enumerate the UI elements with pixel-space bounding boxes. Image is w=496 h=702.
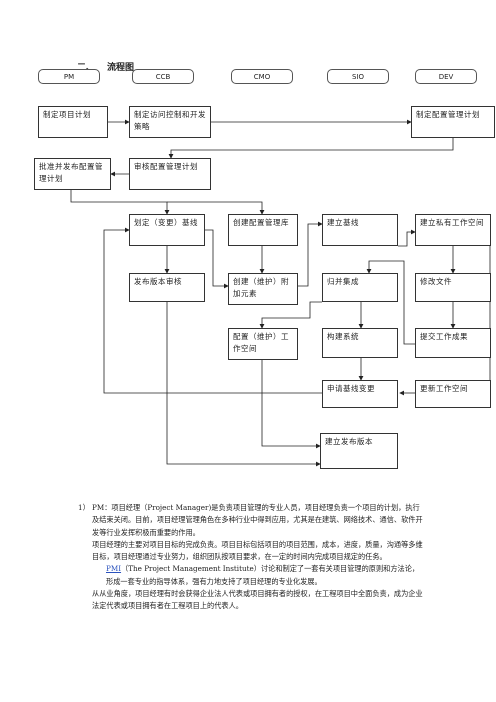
box-define-baseline: 划定（变更）基线 xyxy=(129,214,205,246)
lane-dev: DEV xyxy=(415,69,477,84)
box-modify-files: 修改文件 xyxy=(415,273,491,302)
box-approve-cm-plan: 批准并发布配置管理计划 xyxy=(34,158,111,190)
lane-sio: SIO xyxy=(327,69,389,84)
box-make-project-plan: 制定项目计划 xyxy=(38,106,108,138)
pmi-link[interactable]: PMI xyxy=(106,564,122,574)
item-label: 1） xyxy=(78,503,90,512)
heading-number: 二、 xyxy=(77,63,96,73)
arrow-approve-to-cmlib xyxy=(167,201,265,215)
box-maintain-elements: 创建（维护）附加元素 xyxy=(228,273,298,305)
arrow-workspace-to-release xyxy=(261,360,321,449)
arrow-change-to-baseline xyxy=(103,227,322,394)
arrow-cmplan-to-review xyxy=(168,138,454,159)
box-private-workspace: 建立私有工作空间 xyxy=(415,214,491,246)
arrow-audit-to-release xyxy=(166,302,321,467)
lane-cmo: CMO xyxy=(231,69,293,84)
flowchart-heading: 二、 流程图 xyxy=(77,60,134,73)
arrow-elements-to-build-baseline xyxy=(298,221,323,287)
box-create-cm-library: 创建配置管理库 xyxy=(228,214,298,246)
box-build-baseline: 建立基线 xyxy=(322,214,398,246)
box-configure-workspace: 配置（维护）工作空间 xyxy=(228,328,298,360)
paragraph-pm-goals: 项目经理的主要对项目目标的完成负责。项目目标包括项目的项目范围，成本，进度，质量… xyxy=(92,539,423,562)
box-submit-work: 提交工作成果 xyxy=(415,328,491,358)
lane-pm: PM xyxy=(38,69,100,84)
box-request-baseline-change: 申请基线变更 xyxy=(322,380,398,408)
arrow-merge-to-workspace-config xyxy=(259,301,322,329)
paragraph-pm-intro: PM：项目经理（Project Manager)是负责项目管理的专业人员，项目经… xyxy=(92,503,423,537)
arrow-baseline-to-elements xyxy=(205,229,229,289)
box-make-cm-plan: 制定配置管理计划 xyxy=(411,106,495,138)
paragraph-pmi: （The Project Management Institute）讨论和制定了… xyxy=(106,564,420,586)
box-release-audit: 发布版本审核 xyxy=(129,273,205,302)
arrow-submit-to-merge xyxy=(366,260,415,345)
box-merge-integrate: 归并集成 xyxy=(322,273,398,302)
paragraph-pm-practice: 从从业角度，项目经理有时会获得企业法人代表或项目拥有者的授权，在工程项目中全面负… xyxy=(92,589,423,611)
lane-ccb: CCB xyxy=(132,69,194,84)
arrow-approve-to-baseline xyxy=(70,190,170,215)
box-review-cm-plan: 审核配置管理计划 xyxy=(129,158,211,190)
box-update-workspace: 更新工作空间 xyxy=(415,380,491,408)
box-create-release: 建立发布版本 xyxy=(320,433,398,469)
box-build-system: 构建系统 xyxy=(322,328,398,358)
heading-title: 流程图 xyxy=(107,63,135,73)
pm-description: 1） PM：项目经理（Project Manager)是负责项目管理的专业人员，… xyxy=(78,502,424,613)
box-access-control-strategy: 制定访问控制和开发策略 xyxy=(129,106,211,138)
arrow-baseline-to-private xyxy=(398,229,416,247)
